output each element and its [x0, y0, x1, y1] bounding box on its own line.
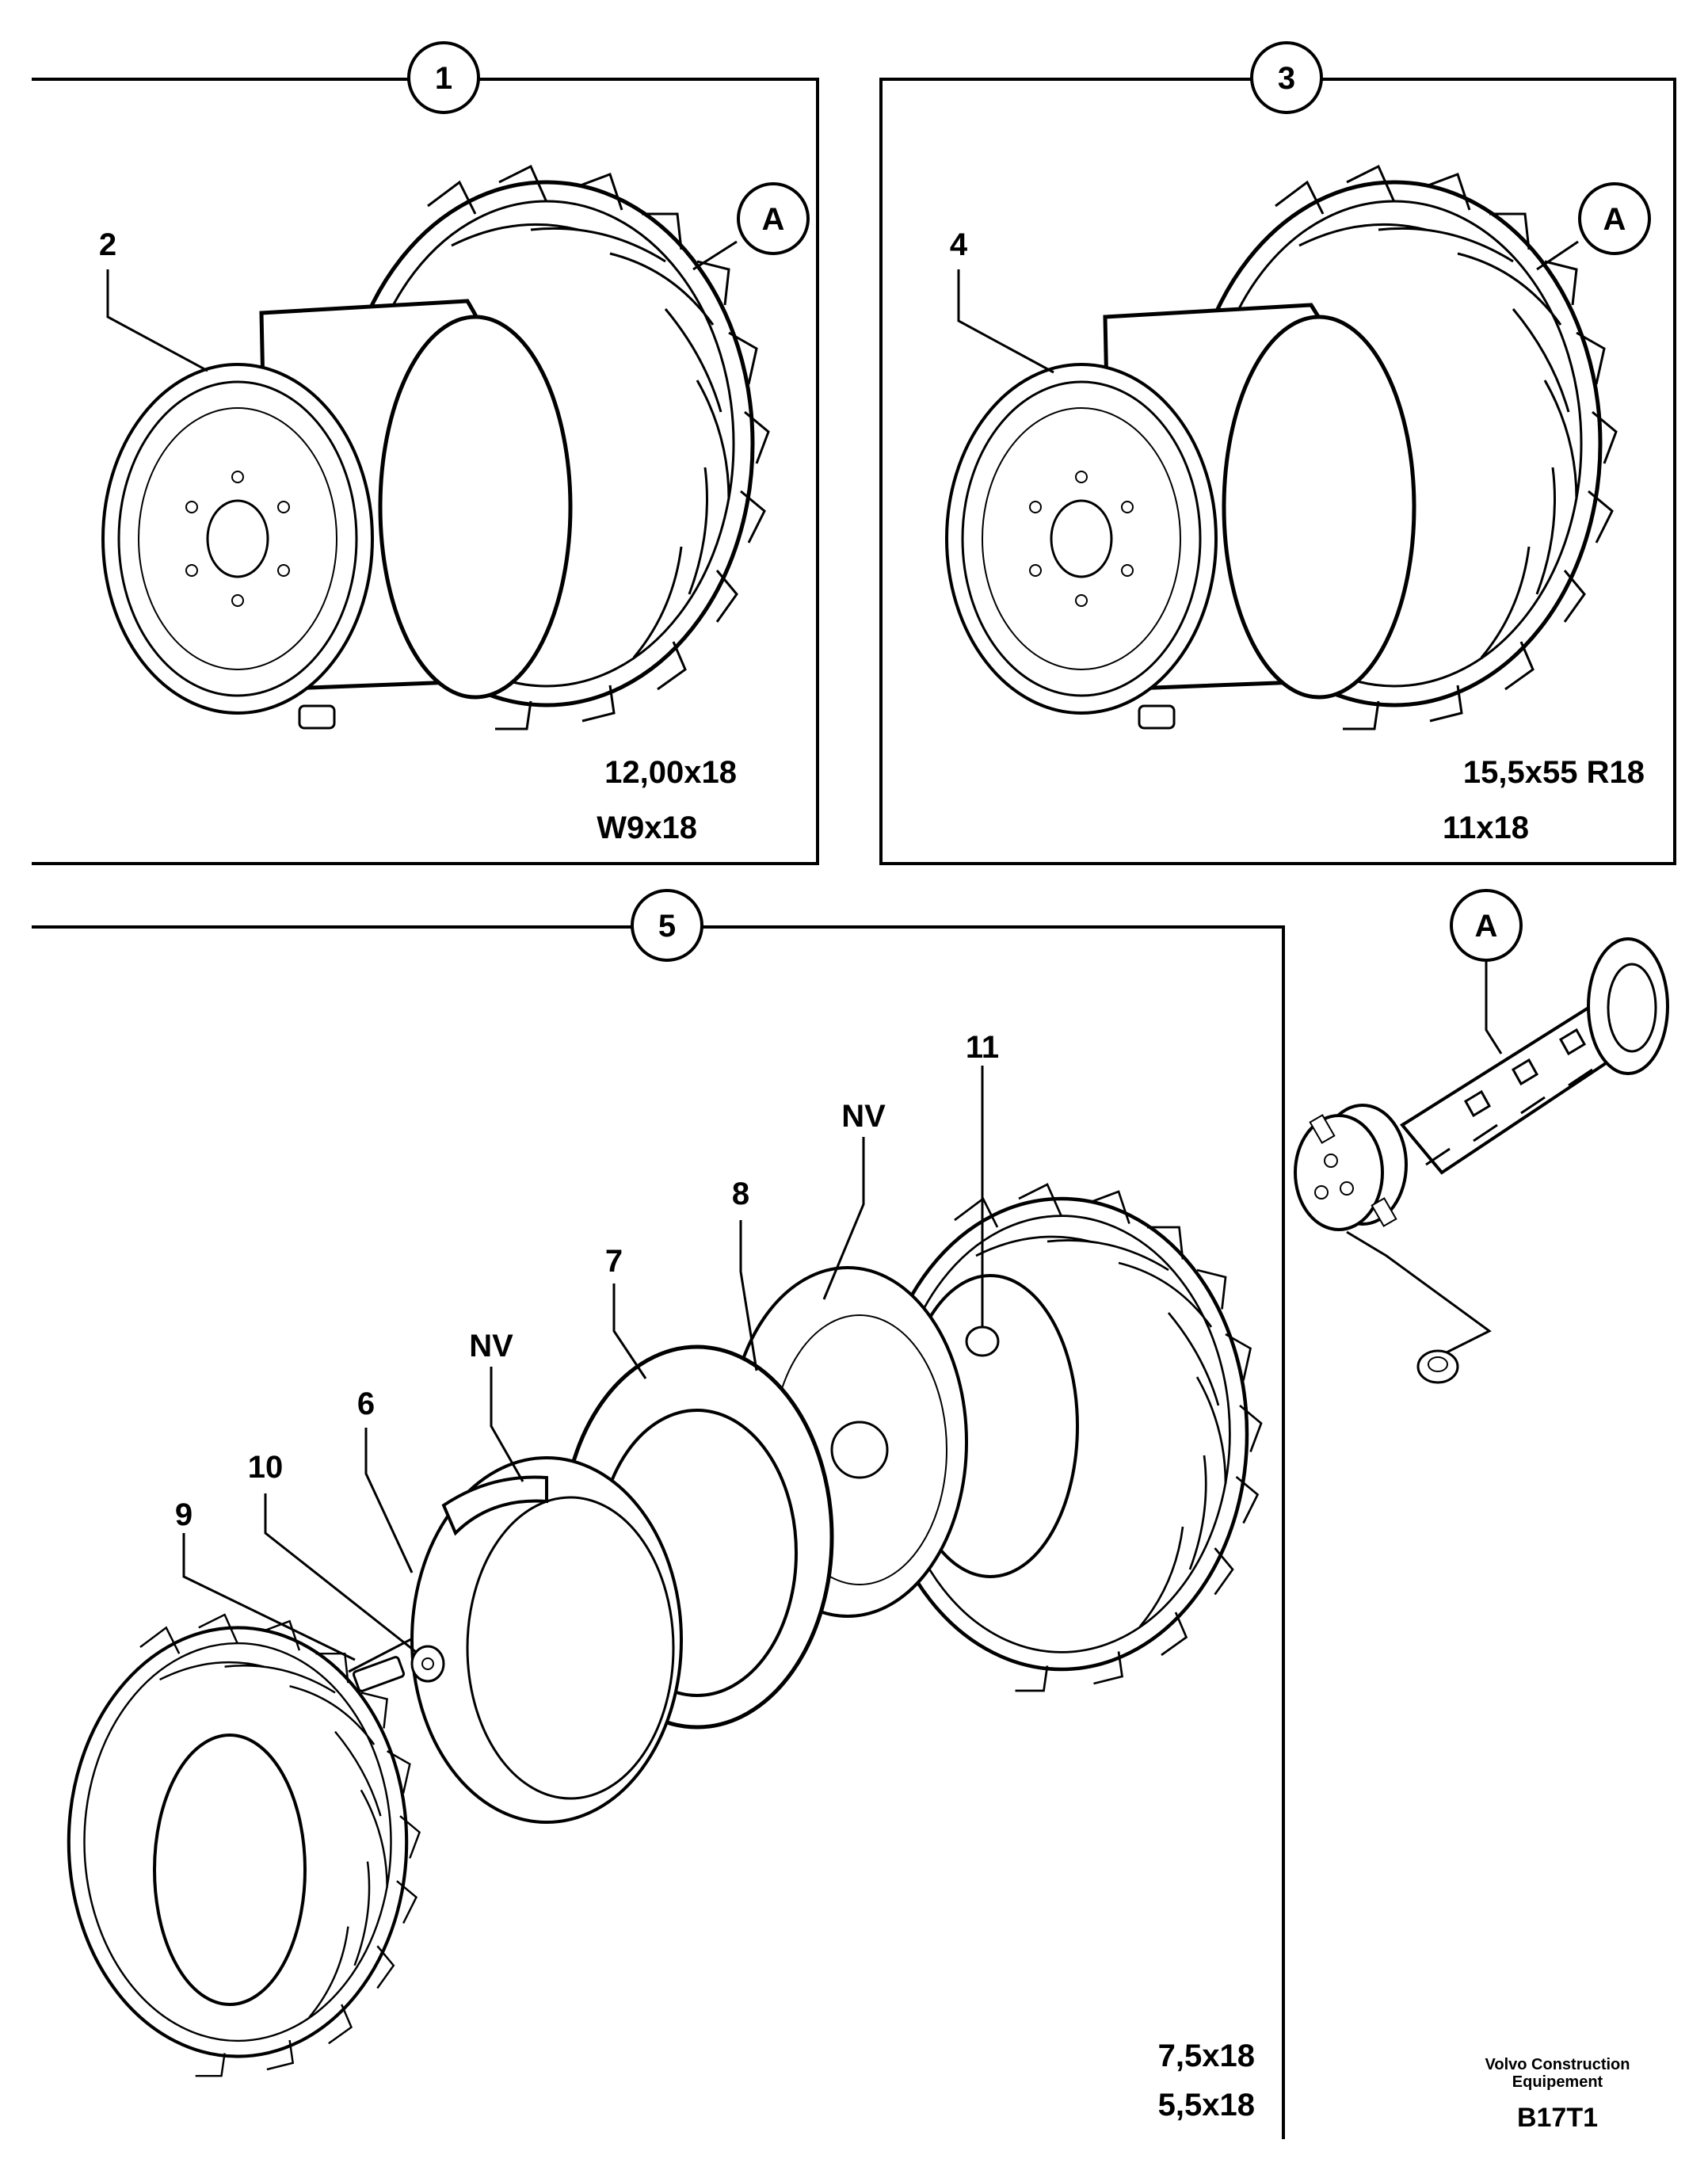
panel-1-tire-drawing [101, 166, 768, 729]
item-nv-lower-label: NV [469, 1329, 513, 1364]
callout-1-label: 1 [435, 61, 452, 96]
item-8-label: 8 [732, 1177, 749, 1211]
item-nv-upper-label: NV [841, 1099, 886, 1134]
item-4-label: 4 [950, 227, 968, 262]
item-4-leader: 4 [950, 227, 1054, 374]
callout-a-detail: A [1450, 889, 1523, 962]
callout-5: 5 [631, 889, 703, 962]
callout-5-label: 5 [658, 909, 676, 944]
hub-nut [1346, 1230, 1492, 1384]
item-11-label: 11 [966, 1030, 999, 1065]
footer: Volvo Construction Equipement B17T1 [1485, 2056, 1630, 2133]
drawing-code: B17T1 [1517, 2103, 1598, 2133]
item-nv-upper-leader: NV [822, 1099, 886, 1300]
item-10-label: 10 [248, 1450, 284, 1485]
panel-1: 1 A 2 12,00x18 W9x18 [32, 41, 819, 865]
item-10-leader: 10 [248, 1450, 417, 1653]
item-2-label: 2 [99, 227, 116, 262]
callout-3-label: 3 [1278, 61, 1295, 96]
callout-3: 3 [1250, 41, 1323, 114]
item-9-label: 9 [175, 1497, 193, 1532]
item-7-leader: 7 [605, 1244, 647, 1379]
callout-a-label: A [762, 202, 785, 237]
tire-size-7-5x18: 7,5x18 [1158, 2039, 1255, 2073]
panel-3: 3 A 4 15,5x55 R18 11x18 [879, 41, 1676, 865]
rim-size-w9x18: W9x18 [597, 810, 697, 845]
tire-size-15-5x55-r18: 15,5x55 R18 [1463, 755, 1645, 790]
item-8-leader: 8 [732, 1177, 758, 1371]
item-7-label: 7 [605, 1244, 623, 1279]
item-9-leader: 9 [175, 1497, 356, 1661]
detail-a: A [1294, 889, 1669, 1384]
item-2-leader: 2 [99, 227, 208, 372]
axle-hub-drawing [1294, 937, 1669, 1231]
item-11-leader: 11 [966, 1030, 999, 1327]
callout-a-label: A [1603, 202, 1626, 237]
callout-1: 1 [407, 41, 480, 114]
item-6-label: 6 [357, 1386, 375, 1421]
callout-a-panel-3: A [1536, 182, 1651, 271]
company-name-line1: Volvo Construction [1485, 2056, 1630, 2073]
exploded-wheel-drawing [69, 1184, 1261, 2076]
item-nv-lower-leader: NV [469, 1329, 524, 1482]
rim-size-11x18: 11x18 [1443, 810, 1529, 845]
company-name-line2: Equipement [1512, 2073, 1603, 2091]
rim-size-5-5x18: 5,5x18 [1158, 2088, 1255, 2123]
tire-size-12-00x18: 12,00x18 [604, 755, 737, 790]
panel-3-tire-drawing [945, 166, 1616, 729]
callout-a-panel-1: A [692, 182, 810, 271]
panel-5: 5 [32, 889, 1285, 2139]
callout-a-detail-label: A [1475, 909, 1498, 944]
item-6-leader: 6 [357, 1386, 414, 1573]
